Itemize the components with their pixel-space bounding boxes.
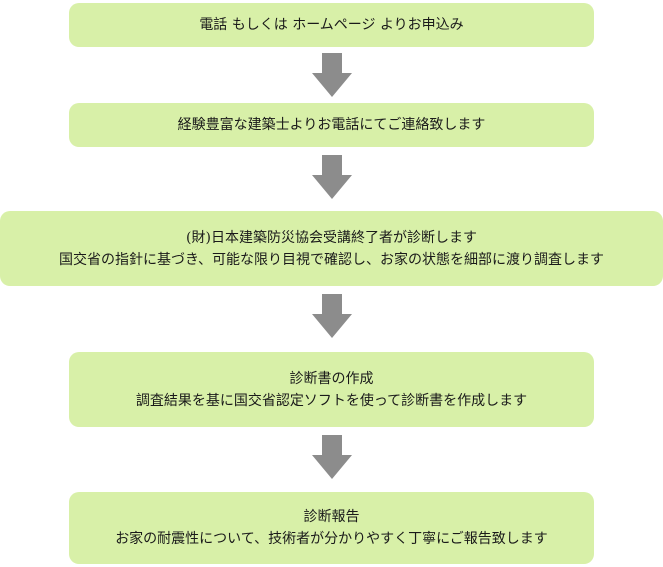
step-3-line-2: 国交省の指針に基づき、可能な限り目視で確認し、お家の状態を細部に渡り調査します — [58, 251, 605, 268]
flow-step-2: 経験豊富な建築士よりお電話にてご連絡致します — [69, 103, 594, 147]
step-2-line-1: 経験豊富な建築士よりお電話にてご連絡致します — [177, 117, 486, 133]
flow-step-5: 診断報告 お家の耐震性について、技術者が分かりやすく丁寧にご報告致します — [69, 492, 594, 564]
step-5-line-1: 診断報告 — [303, 509, 360, 525]
flow-step-1: 電話 もしくは ホームページ よりお申込み — [69, 3, 594, 47]
step-4-line-2: 調査結果を基に国交省認定ソフトを使って診断書を作成します — [135, 392, 528, 409]
down-arrow-icon — [312, 155, 352, 199]
step-3-line-1: (財)日本建築防災協会受講終了者が診断します — [186, 229, 477, 246]
down-arrow-icon — [312, 53, 352, 97]
flow-step-3: (財)日本建築防災協会受講終了者が診断します 国交省の指針に基づき、可能な限り目… — [0, 211, 663, 286]
step-5-line-2: お家の耐震性について、技術者が分かりやすく丁寧にご報告致します — [115, 531, 548, 547]
flow-step-4: 診断書の作成 調査結果を基に国交省認定ソフトを使って診断書を作成します — [69, 352, 594, 427]
down-arrow-icon — [312, 294, 352, 338]
step-4-line-1: 診断書の作成 — [289, 370, 374, 387]
down-arrow-icon — [312, 435, 352, 479]
step-1-line-1: 電話 もしくは ホームページ よりお申込み — [199, 17, 464, 33]
